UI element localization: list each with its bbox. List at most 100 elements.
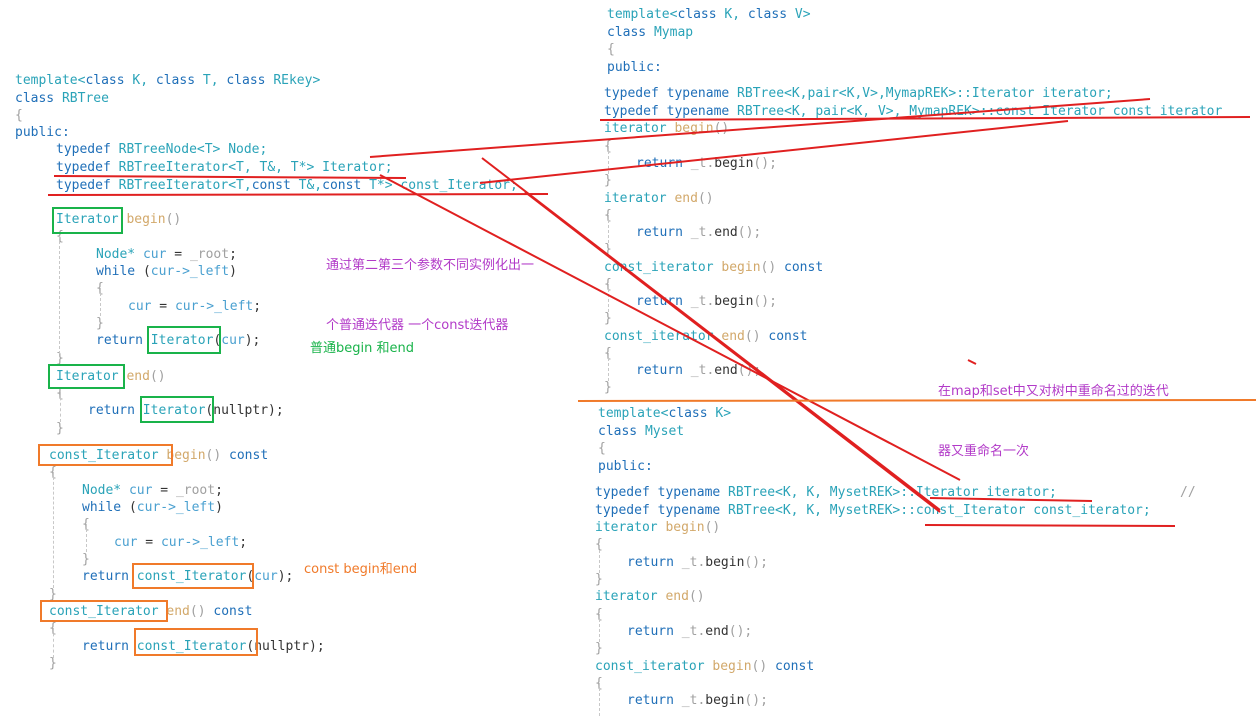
code-line: { [604,208,612,223]
code-token: Mymap [646,25,694,40]
code-line: } [82,552,90,567]
code-line: cur = cur->_left; [114,534,247,551]
code-token: cur [114,535,138,550]
connector-line [481,157,941,511]
code-line: while (cur->_left) [96,263,237,280]
annotation-text: 在map和set中又对树中重命名过的迭代 [938,384,1169,399]
code-line: iterator end() [595,588,705,605]
code-line: typedef typename RBTree<K, K, MysetREK>:… [595,502,1151,519]
code-token: const_Iterator [49,448,159,463]
code-token: while [82,500,122,515]
code-token: template< [15,73,86,88]
code-token: RBTree [54,91,109,106]
code-line: } [56,421,64,436]
code-line: Node* cur = _root; [96,246,237,263]
code-line: typedef typename RBTree<K, K, MysetREK>:… [595,484,1057,501]
indent-guide [86,524,87,552]
code-token: _t. [673,624,706,639]
iterator-highlight-box [48,364,125,389]
code-token: return [627,693,674,708]
code-token: class [747,7,788,22]
code-token: ) [215,500,223,515]
code-token: Iterator [56,369,119,384]
code-token: ; [215,483,223,498]
annotation-note-instantiation: 通过第二第三个参数不同实例化出一 个普通迭代器 一个const迭代器 [326,216,534,356]
underline-stroke [924,524,1176,527]
code-token: _root [189,247,230,262]
code-token: Node* [96,247,136,262]
code-line: template<class K> [598,405,731,422]
underline-stroke [967,359,977,365]
code-line: Iterator end() [56,368,166,385]
code-line: } [595,641,603,656]
code-token: cur [121,483,153,498]
code-token: = [137,535,161,550]
code-token: while [96,264,136,279]
code-token: return [82,639,129,654]
code-line: return _t.begin(); [627,554,768,571]
code-token: RBTreeIterator<T, T&, T*> Iterator; [110,160,393,175]
code-line: const_iterator begin() const [604,259,823,276]
code-line: { [604,346,612,361]
code-token: const_iterator [595,659,705,674]
code-token: iterator [595,520,658,535]
code-line: while (cur->_left) [82,499,223,516]
code-line: } [604,242,612,257]
code-token: RBTree<K, K, MysetREK>::Iterator iterato… [720,485,1057,500]
code-token: _t. [673,555,706,570]
code-line: { [49,621,57,636]
code-token: ; [239,535,248,550]
code-line: } [49,587,57,602]
code-token: end [714,225,738,240]
code-line: } [604,311,612,326]
code-token: RBTree<K, K, MysetREK>::const_Iterator c… [720,503,1151,518]
code-line: public: [607,60,662,75]
const-iterator-highlight-box [132,563,254,589]
code-token: const [251,178,291,193]
code-token: begin [118,212,166,227]
code-token: return [627,624,674,639]
code-token: template< [607,7,678,22]
code-token: K> [707,406,732,421]
code-token: return [96,333,143,348]
code-token: RBTreeNode<T> Node; [110,142,268,157]
code-token: Myset [637,424,685,439]
code-token: T&, [290,178,323,193]
indent-guide [599,683,600,716]
code-token: class [668,406,708,421]
code-token: const [768,329,808,344]
code-token: const_iterator [604,329,714,344]
code-token: (nullptr); [205,403,284,418]
code-token: end [713,329,745,344]
connector-line [369,98,1151,158]
code-line: return Iterator(cur); [96,332,260,349]
code-line: { [604,277,612,292]
code-token: begin [705,693,745,708]
code-line: { [604,139,612,154]
code-token: ); [244,333,261,348]
code-token: () [744,329,769,344]
code-token: template< [598,406,669,421]
code-token: = [151,299,175,314]
code-token: end [158,604,190,619]
code-token: (); [728,624,753,639]
code-line: typedef RBTreeIterator<T, T&, T*> Iterat… [56,159,393,176]
code-line: public: [15,125,70,140]
code-line: const_Iterator end() const [49,603,253,620]
underline-stroke [929,497,1093,502]
indent-guide [59,236,60,354]
code-token: iterator [604,121,667,136]
code-token: begin [657,520,705,535]
code-token: = [152,483,176,498]
code-token: V> [787,7,811,22]
code-token: cur->_left [174,299,254,314]
code-token: REkey> [265,73,321,88]
code-token: ; [253,299,262,314]
code-line: { [56,386,64,401]
code-token: _t. [682,363,715,378]
section-divider [577,399,1256,402]
annotation-text: 通过第二第三个参数不同实例化出一 [326,258,535,273]
code-token: cur [254,569,278,584]
underline-stroke [47,193,549,196]
code-token: cur->_left [136,500,216,515]
